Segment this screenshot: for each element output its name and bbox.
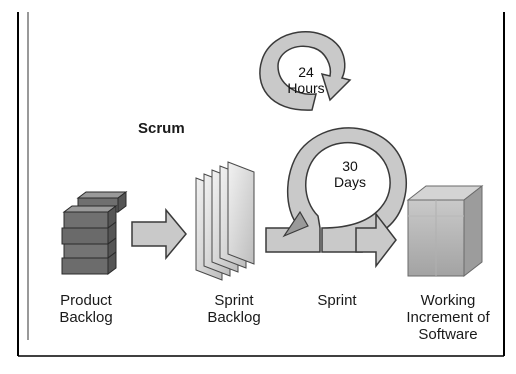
arrow-to-sprint-backlog: [131, 207, 187, 261]
product-backlog-line-2: Backlog: [59, 309, 113, 326]
sprint-cycle-number: 30: [342, 158, 358, 174]
daily-cycle-number: 24: [298, 64, 314, 80]
arrow-to-increment: [355, 211, 397, 269]
working-increment-label: Working Increment of Software: [396, 292, 500, 343]
frame-border: [17, 12, 505, 357]
sprint-cycle-arrow: [265, 127, 407, 253]
sprint-backlog-line-2: Backlog: [207, 309, 261, 326]
product-backlog-stack: [61, 191, 128, 275]
sprint-label: Sprint: [317, 292, 357, 309]
daily-cycle-label: 24 Hours: [286, 64, 326, 96]
working-increment-line-1: Working: [420, 292, 476, 309]
diagram-title: Scrum: [138, 120, 185, 137]
sprint-backlog-label: Sprint Backlog: [198, 292, 270, 326]
sprint-backlog-line-1: Sprint: [214, 292, 254, 309]
product-backlog-line-1: Product: [60, 292, 112, 309]
sprint-backlog-sheets: [195, 161, 255, 281]
working-increment-line-3: Software: [418, 326, 478, 343]
daily-cycle-unit: Hours: [287, 80, 325, 96]
working-increment-line-2: Increment of: [406, 309, 490, 326]
daily-cycle-arrow: [259, 31, 352, 111]
working-increment-cube: [406, 184, 484, 278]
product-backlog-label: Product Backlog: [46, 292, 126, 326]
sprint-cycle-label: 30 Days: [330, 158, 370, 190]
sprint-cycle-unit: Days: [334, 174, 366, 190]
